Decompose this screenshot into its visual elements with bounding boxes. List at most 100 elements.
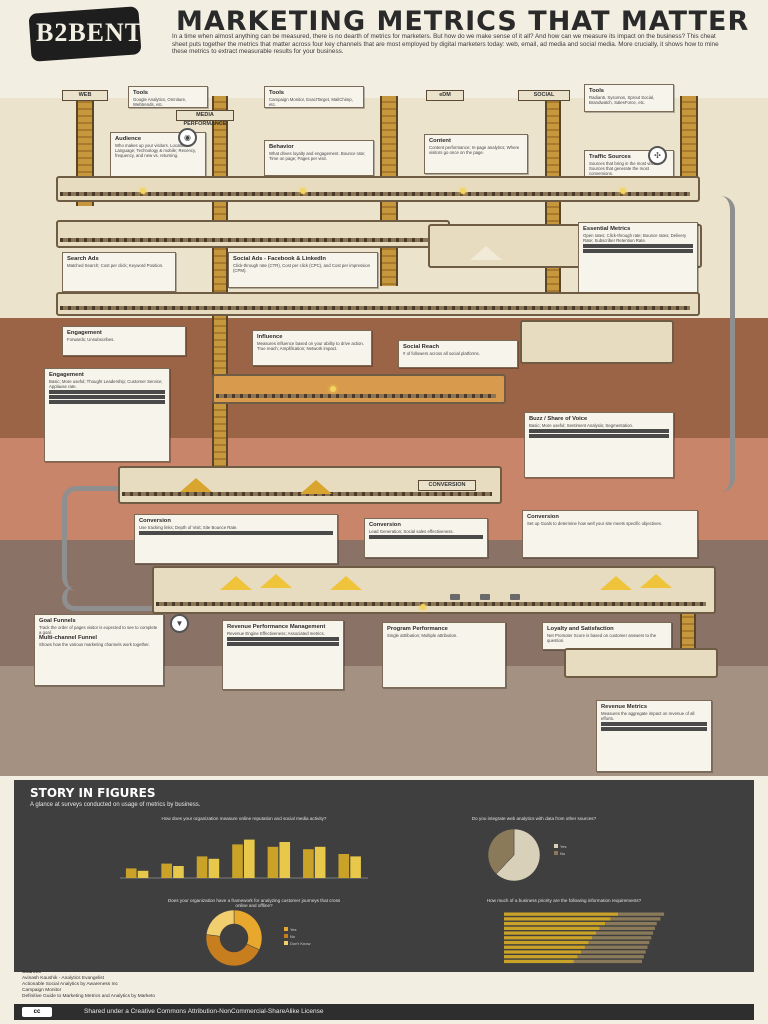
footer: cc Shared under a Creative Commons Attri… [14,1004,754,1020]
bar [504,950,582,954]
card-heading: Goal Funnels [39,618,76,624]
bar [303,849,314,878]
gold-pile [600,576,632,590]
card-heading: Engagement [49,372,84,378]
bar [338,854,350,878]
card-heading: Multi-channel Funnel [39,635,97,642]
metric-bar [529,429,669,434]
pipe [62,586,167,611]
card-heading: Behavior [269,144,294,150]
metric-bar [139,531,333,536]
legend-swatch [554,851,558,855]
bar [161,863,172,878]
tunnel-web [56,176,700,202]
legend-label: No [290,934,296,939]
metric-bar [583,249,693,254]
source-line: Avinash Kaushik - Analytics Evangelist [22,976,105,981]
card-social-ads: Social Ads - Facebook & LinkedIn Click-t… [228,252,378,288]
mine-cart [450,594,460,600]
card-program-performance: Program Performance Single attribution; … [382,622,506,688]
story-subtitle: A glance at surveys conducted on usage o… [30,802,201,808]
metric-bar [601,727,707,732]
intro-text: In a time when almost anything can be me… [172,33,719,56]
card-body: Basic; More useful; Sentiment Analysis; … [529,423,634,428]
pie-slice [205,909,235,937]
card-body: Content performance; In-page analytics; … [429,145,520,156]
card-goal-funnels: Goal Funnels Track the order of pages vi… [34,614,164,686]
bar [610,917,661,921]
bar [504,955,578,959]
card-search-ads: Search Ads Matched Search; Cost per clic… [62,252,176,292]
compass-icon: ✣ [648,146,667,165]
creative-commons-icon: cc [22,1007,52,1017]
card-body: Use tracking links; Depth of Visit; Site… [139,525,238,530]
card-body: Revenue Engine Effectiveness; Associated… [227,631,325,636]
tunnel-lower [56,292,700,316]
bar [279,842,291,878]
bar [232,844,243,878]
card-body: Who makes up your visitors. Location; La… [115,143,197,159]
bar-chart-reputation [120,839,368,879]
bar [504,912,619,916]
card-body: Track the order of pages visitor is expe… [39,625,158,636]
legend-label: No [560,851,566,856]
card-body: Campaign Monitor, ExactTarget, MailChimp… [269,97,353,108]
card-heading: Revenue Metrics [601,704,648,710]
legend-swatch [284,934,288,938]
gold-pile [180,478,212,492]
page-title: MARKETING METRICS THAT MATTER [176,6,750,37]
card-influence: Influence Measures influence based on yo… [252,330,372,366]
card-buzz-share-of-voice: Buzz / Share of Voice Basic; More useful… [524,412,674,478]
card-body: Single attribution; Multiple attribution… [387,633,458,638]
bar [173,866,184,878]
eye-icon: ◉ [178,128,197,147]
card-conversion-web: Conversion Use tracking links; Depth of … [134,514,338,564]
story-in-figures-panel: STORY IN FIGURES A glance at surveys con… [14,780,754,972]
bar [618,912,665,916]
logo-text: B2BENTO [36,18,164,47]
bar [581,950,646,954]
bar-chart-priorities [504,912,665,964]
metric-bar [49,390,165,395]
source-line: Campaign Monitor [22,988,62,993]
chart-title: Do you integrate web analytics with data… [471,816,597,821]
chart-title: Does your organization have a framework … [167,898,341,908]
pie-slice [205,934,260,967]
bar [599,926,655,930]
card-body: Measures influence based on your ability… [257,341,365,352]
bar [504,945,585,949]
gold-pile [300,480,332,494]
mine-cart [510,594,520,600]
card-heading: Engagement [67,330,102,336]
card-heading: Content [429,138,451,144]
legend-label: Yes [560,844,567,849]
bar [504,931,596,935]
card-body: Set up Goals to determine how well your … [527,521,662,526]
pie-slice [233,909,263,951]
pie-slice [487,828,515,875]
bar [504,936,593,940]
bar [125,868,137,878]
card-tools-web: Tools Google Analytics, Omniture, Webtre… [128,86,208,108]
brand-logo: B2BENTO [28,6,164,62]
tunnel-loyalty [564,648,718,678]
sign-conversion: CONVERSION [418,480,476,491]
bar [314,846,326,878]
card-tools-media: Tools Campaign Monitor, ExactTarget, Mai… [264,86,364,108]
gold-pile [260,574,292,588]
lamp-bulb-icon [420,604,426,610]
card-heading: Loyalty and Satisfaction [547,626,614,632]
story-title: STORY IN FIGURES [30,786,156,800]
card-body: Google Analytics, Omniture, Webtrends, e… [133,97,187,108]
card-conversion-email: Conversion Lead Generation; Social sales… [364,518,488,558]
rail-track [122,492,492,496]
card-behavior: Behavior What drives loyalty and engagem… [264,140,374,176]
card-heading: Influence [257,334,283,340]
metric-bar [601,722,707,727]
rail-track [60,306,690,310]
bar [267,846,279,878]
pipe [62,486,137,591]
card-heading: Tools [589,88,605,94]
sign-social: SOCIAL [518,90,570,101]
